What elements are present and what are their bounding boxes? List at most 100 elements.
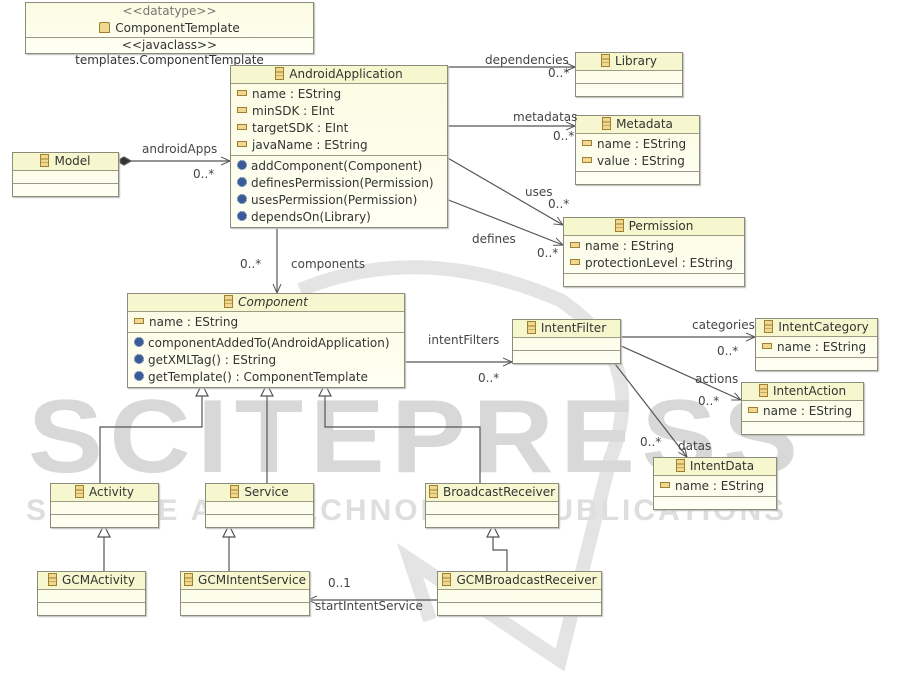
stereotype: <<datatype>> — [122, 4, 217, 18]
attribute[interactable]: value : EString — [576, 153, 699, 170]
attribute-text: name : EString — [597, 137, 687, 151]
class-header: Service — [206, 484, 313, 502]
class-header: Component — [128, 294, 404, 312]
class-Library[interactable]: Library — [575, 52, 683, 97]
attributes-compartment: name : EString — [654, 476, 776, 497]
attribute-text: minSDK : EInt — [252, 104, 335, 118]
operation[interactable]: componentAddedTo(AndroidApplication) — [128, 335, 404, 352]
class-header: Metadata — [576, 116, 699, 134]
operation[interactable]: usesPermission(Permission) — [231, 192, 447, 209]
attribute-icon — [660, 482, 670, 488]
class-name: Metadata — [616, 117, 673, 131]
class-icon — [442, 573, 452, 586]
attribute[interactable]: name : EString — [756, 339, 877, 356]
operation[interactable]: definesPermission(Permission) — [231, 175, 447, 192]
operation[interactable]: getXMLTag() : EString — [128, 352, 404, 369]
attributes-compartment: name : EString — [128, 312, 404, 333]
attribute-icon — [582, 140, 592, 146]
edge-uses — [445, 156, 563, 225]
role-label-intentFilters: intentFilters — [428, 333, 500, 347]
operation[interactable]: getTemplate() : ComponentTemplate — [128, 369, 404, 386]
multiplicity-label-dependencies: 0..* — [548, 66, 570, 80]
attribute-text: name : EString — [252, 87, 342, 101]
class-IntentData[interactable]: IntentData name : EString — [653, 457, 777, 510]
attributes-compartment — [206, 502, 313, 515]
operations-compartment — [742, 422, 863, 434]
attribute-icon — [570, 259, 580, 265]
triangle-head — [222, 523, 236, 538]
class-GCMBroadcastReceiver[interactable]: GCMBroadcastReceiver — [437, 571, 602, 616]
class-Activity[interactable]: Activity — [50, 483, 159, 528]
operation-icon — [134, 371, 144, 381]
attributes-compartment: name : EString — [756, 337, 877, 358]
attribute[interactable]: name : EString — [128, 314, 404, 331]
multiplicity-label-uses: 0..* — [548, 197, 570, 211]
class-ComponentTemplate[interactable]: <<datatype>> ComponentTemplate <<javacla… — [25, 2, 314, 67]
attribute[interactable]: name : EString — [654, 478, 776, 495]
generalization-gcmbroadcastreceiver — [492, 537, 508, 571]
class-BroadcastReceiver[interactable]: BroadcastReceiver — [425, 483, 559, 528]
attribute[interactable]: javaName : EString — [231, 137, 447, 154]
triangle-head — [318, 382, 332, 397]
operation-icon — [134, 337, 144, 347]
attribute-icon — [237, 90, 247, 96]
attribute[interactable]: name : EString — [231, 86, 447, 103]
class-header: GCMActivity — [38, 572, 145, 590]
operations-compartment — [576, 172, 699, 184]
attribute-text: name : EString — [777, 340, 867, 354]
class-Metadata[interactable]: Metadata name : EString value : EString — [575, 115, 700, 185]
multiplicity-label-intentFilters: 0..* — [478, 371, 500, 385]
attribute-text: name : EString — [149, 315, 239, 329]
class-icon — [428, 485, 438, 498]
attribute[interactable]: name : EString — [564, 238, 744, 255]
edge-defines — [445, 198, 563, 245]
class-Model[interactable]: Model — [12, 152, 119, 197]
attribute[interactable]: minSDK : EInt — [231, 103, 447, 120]
class-header: Model — [13, 153, 118, 171]
class-Component[interactable]: Component name : EString componentAddedTo(… — [127, 293, 405, 388]
class-Service[interactable]: Service — [205, 483, 314, 528]
operation[interactable]: dependsOn(Library) — [231, 209, 447, 226]
multiplicity-label-androidApps: 0..* — [193, 167, 215, 181]
attribute[interactable]: targetSDK : EInt — [231, 120, 447, 137]
class-name: GCMActivity — [62, 573, 135, 587]
class-header: IntentData — [654, 458, 776, 476]
class-icon — [764, 320, 774, 333]
attributes-compartment: name : EString value : EString — [576, 134, 699, 172]
attributes-compartment: name : EString — [742, 401, 863, 422]
attributes-compartment — [181, 590, 309, 603]
class-header: Activity — [51, 484, 158, 502]
class-name: Component — [238, 295, 308, 309]
attribute-icon — [237, 141, 247, 147]
attribute[interactable]: name : EString — [742, 403, 863, 420]
operation-icon — [237, 194, 247, 204]
attribute[interactable]: name : EString — [576, 136, 699, 153]
role-label-androidApps: androidApps — [142, 142, 218, 156]
operations-compartment — [206, 515, 313, 527]
generalization-broadcastreceiver — [324, 396, 481, 483]
attribute[interactable]: protectionLevel : EString — [564, 255, 744, 272]
class-icon — [675, 459, 685, 472]
class-GCMActivity[interactable]: GCMActivity — [37, 571, 146, 616]
class-IntentFilter[interactable]: IntentFilter — [512, 319, 621, 364]
class-icon — [601, 54, 611, 67]
operation[interactable]: addComponent(Component) — [231, 158, 447, 175]
role-label-uses: uses — [525, 185, 553, 199]
class-icon — [230, 485, 240, 498]
operations-compartment — [38, 603, 145, 615]
attributes-compartment — [513, 338, 620, 351]
attribute-text: name : EString — [675, 479, 765, 493]
class-GCMIntentService[interactable]: GCMIntentService — [180, 571, 310, 616]
multiplicity-label-startIntentService: 0..1 — [328, 576, 351, 590]
operations-compartment — [576, 84, 682, 96]
edge-actions — [618, 344, 741, 401]
attributes-compartment: name : EString minSDK : EInt targetSDK : E… — [231, 84, 447, 156]
class-name: Service — [244, 485, 289, 499]
class-icon — [526, 321, 536, 334]
role-label-defines: defines — [472, 232, 516, 246]
